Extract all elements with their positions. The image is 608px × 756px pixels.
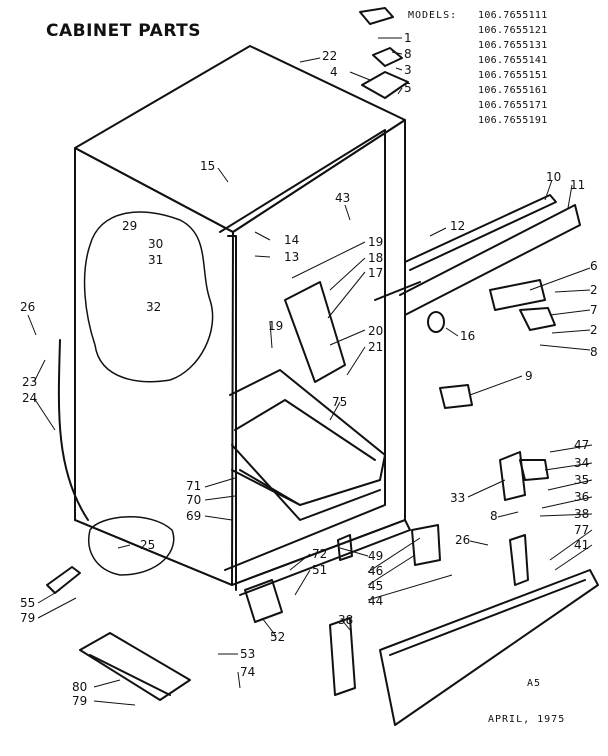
- model-number: 106.7655121: [478, 25, 548, 36]
- callout-8: 8: [404, 47, 412, 61]
- rail-11: [399, 204, 581, 316]
- callout-19: 19: [268, 319, 283, 333]
- callout-4: 4: [330, 65, 338, 79]
- callout-46: 46: [368, 564, 383, 578]
- callout-38: 38: [574, 507, 589, 521]
- model-number: 106.7655161: [478, 85, 548, 96]
- callout-53: 53: [240, 647, 255, 661]
- callout-26: 26: [20, 300, 35, 314]
- callout-16: 16: [460, 329, 475, 343]
- callout-33: 33: [450, 491, 465, 505]
- callout-51: 51: [312, 563, 327, 577]
- callout-34: 34: [574, 456, 589, 470]
- callout-12: 12: [450, 219, 465, 233]
- callout-25: 25: [140, 538, 155, 552]
- callout-79: 79: [20, 611, 35, 625]
- cutaway-corner: [88, 516, 175, 576]
- callout-52: 52: [270, 630, 285, 644]
- cord-24: [57, 339, 89, 521]
- model-number: 106.7655151: [478, 70, 548, 81]
- callout-8: 8: [490, 509, 498, 523]
- bracket-17: [284, 281, 346, 383]
- callout-77: 77: [574, 523, 589, 537]
- plate-45: [411, 524, 441, 566]
- rail-10: [404, 194, 557, 271]
- callout-8: 8: [590, 345, 598, 359]
- callout-31: 31: [148, 253, 163, 267]
- callout-47: 47: [574, 438, 589, 452]
- leveler-55: [46, 566, 81, 594]
- callout-75: 75: [332, 395, 347, 409]
- callout-71: 71: [186, 479, 201, 493]
- callout-70: 70: [186, 493, 201, 507]
- base-bracket-80: [79, 632, 191, 701]
- inner-liner: [229, 369, 386, 506]
- door-stop-9: [439, 384, 473, 409]
- callout-14: 14: [284, 233, 299, 247]
- callout-49: 49: [368, 549, 383, 563]
- callout-38: 38: [338, 613, 353, 627]
- callout-2: 2: [590, 283, 598, 297]
- callout-11: 11: [570, 178, 585, 192]
- callout-24: 24: [22, 391, 37, 405]
- callout-43: 43: [335, 191, 350, 205]
- kick-plate-41: [379, 569, 599, 726]
- callout-45: 45: [368, 579, 383, 593]
- model-number: 106.7655141: [478, 55, 548, 66]
- hinge-cap-1: [359, 7, 394, 25]
- hinge-plate-4: [361, 71, 409, 99]
- models-label: MODELS:: [408, 10, 458, 21]
- callout-35: 35: [574, 473, 589, 487]
- bracket-52: [244, 579, 283, 623]
- callout-36: 36: [574, 490, 589, 504]
- bracket-38-upper: [509, 534, 529, 586]
- model-number: 106.7655111: [478, 10, 548, 21]
- callout-3: 3: [404, 63, 412, 77]
- callout-1: 1: [404, 31, 412, 45]
- model-number: 106.7655191: [478, 115, 548, 126]
- callout-6: 6: [590, 259, 598, 273]
- callout-79: 79: [72, 694, 87, 708]
- callout-10: 10: [546, 170, 561, 184]
- hinge-pin-16: [427, 311, 445, 333]
- bracket-38: [329, 617, 356, 696]
- callout-55: 55: [20, 596, 35, 610]
- page-title: CABINET PARTS: [46, 21, 201, 41]
- model-number: 106.7655131: [478, 40, 548, 51]
- page-code: A5: [527, 678, 542, 689]
- hinge-7: [489, 279, 546, 311]
- callout-20: 20: [368, 324, 383, 338]
- callout-44: 44: [368, 594, 383, 608]
- callout-17: 17: [368, 266, 383, 280]
- callout-80: 80: [72, 680, 87, 694]
- model-number: 106.7655171: [478, 100, 548, 111]
- callout-5: 5: [404, 81, 412, 95]
- revision-date: APRIL, 1975: [488, 714, 566, 725]
- callout-74: 74: [240, 665, 255, 679]
- callout-22: 22: [322, 49, 337, 63]
- callout-9: 9: [525, 369, 533, 383]
- callout-15: 15: [200, 159, 215, 173]
- callout-30: 30: [148, 237, 163, 251]
- callout-23: 23: [22, 375, 37, 389]
- callout-18: 18: [368, 251, 383, 265]
- callout-41: 41: [574, 538, 589, 552]
- callout-69: 69: [186, 509, 201, 523]
- hinge-34: [499, 451, 526, 501]
- callout-32: 32: [146, 300, 161, 314]
- callout-19: 19: [368, 235, 383, 249]
- callout-26: 26: [455, 533, 470, 547]
- stop-49: [337, 534, 353, 561]
- callout-21: 21: [368, 340, 383, 354]
- callout-72: 72: [312, 547, 327, 561]
- cutaway-panel: [83, 211, 214, 383]
- callout-7: 7: [590, 303, 598, 317]
- callout-29: 29: [122, 219, 137, 233]
- callout-2: 2: [590, 323, 598, 337]
- callout-13: 13: [284, 250, 299, 264]
